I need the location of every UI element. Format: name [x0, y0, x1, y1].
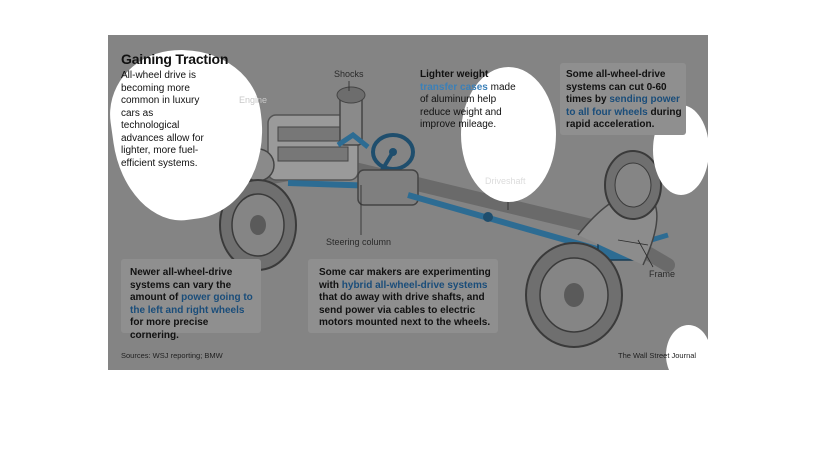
callout-hybrid: Some car makers are experimenting with h… [319, 267, 495, 330]
callout-hybrid-post: that do away with drive shafts, and send… [319, 292, 491, 328]
label-shocks: Shocks [334, 69, 364, 79]
callout-power-pre: Some all-wheel-drive systems can cut 0-6… [566, 69, 667, 105]
callout-four-wheels: Some all-wheel-drive systems can cut 0-6… [566, 69, 684, 132]
label-frame: Frame [649, 269, 676, 279]
rear-left-wheel [525, 242, 623, 348]
callout-panel-power [560, 63, 686, 135]
callout-panel-hybrid [308, 259, 498, 333]
callout-power-highlight: sending power to all four wheels [566, 94, 680, 118]
callout-lr-pre: Newer all-wheel-drive systems can vary t… [130, 267, 233, 303]
callout-lr-highlight: power going to the left and right wheels [130, 292, 253, 316]
label-engine: Engine [239, 95, 268, 105]
rear-right-wheel [604, 150, 662, 220]
shock-absorber [336, 86, 366, 146]
callout-transfer-post: made of aluminum help reduce weight and … [420, 81, 516, 131]
infographic: Gaining Traction All-wheel drive is beco… [108, 35, 708, 370]
intro-text: All-wheel drive is becoming more common … [121, 70, 204, 169]
sources-text: Sources: WSJ reporting; BMW [121, 351, 223, 360]
label-steering-column: Steering column [326, 237, 392, 247]
callout-hybrid-pre: Some car makers are experimenting with [319, 267, 491, 291]
callout-transfer-highlight: transfer cases [420, 81, 488, 93]
callout-power-post: during rapid acceleration. [566, 106, 682, 131]
credit-text: The Wall Street Journal [618, 351, 697, 360]
white-blob-bottom-right [666, 325, 708, 370]
callout-hybrid-highlight: hybrid all-wheel-drive systems [341, 279, 488, 291]
callout-lr-post: for more precise cornering. [130, 317, 209, 341]
callout-transfer-pre: Lighter weight [420, 69, 489, 80]
callout-left-right: Newer all-wheel-drive systems can vary t… [130, 267, 260, 342]
callout-panel-cornering [121, 259, 261, 333]
label-driveshaft: Driveshaft [485, 176, 526, 186]
page-title: Gaining Traction [121, 51, 229, 67]
callout-transfer-cases: Lighter weight transfer cases made of al… [420, 69, 520, 132]
white-blob-middle [461, 67, 556, 202]
